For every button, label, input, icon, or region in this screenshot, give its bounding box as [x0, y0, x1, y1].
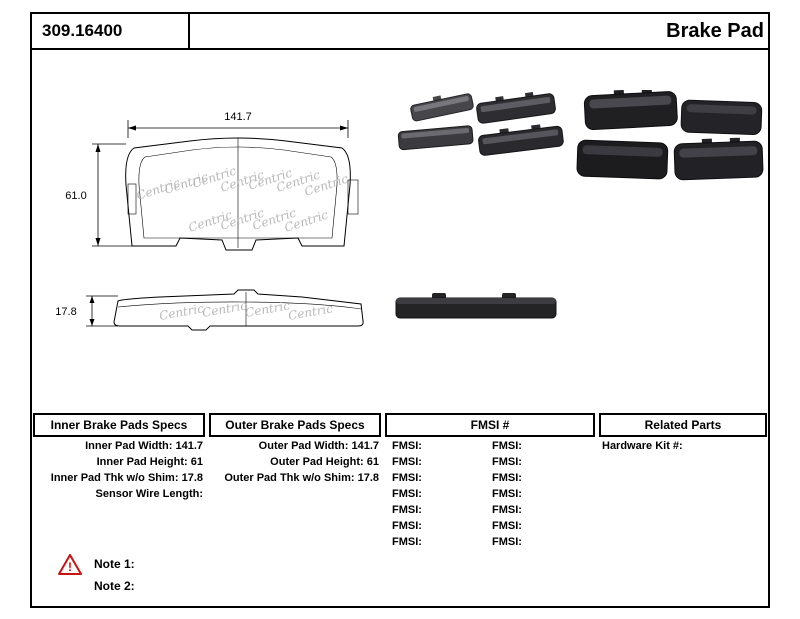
spec-row: Outer Pad Height: 61 [270, 456, 379, 468]
part-number: 309.16400 [42, 21, 123, 40]
fmsi-list-left: FMSI: FMSI: FMSI: FMSI: FMSI: FMSI: FMSI… [392, 438, 487, 550]
fmsi-row: FMSI: [492, 536, 522, 548]
spec-row: Inner Pad Width: 141.7 [85, 440, 203, 452]
svg-text:!: ! [68, 560, 72, 574]
fmsi-row: FMSI: [392, 456, 422, 468]
front-view-diagram: 141.7 61.0 Centric Centric Centric Centr… [65, 111, 359, 251]
related-part-row: Hardware Kit #: [602, 440, 683, 452]
fmsi-row: FMSI: [492, 472, 522, 484]
part-number-box: 309.16400 [30, 12, 190, 50]
fmsi-row: FMSI: [492, 488, 522, 500]
fmsi-row: FMSI: [392, 488, 422, 500]
fmsi-header: FMSI # [385, 413, 595, 437]
fmsi-row: FMSI: [492, 520, 522, 532]
pad-side-outline [113, 289, 364, 331]
page-frame [30, 12, 770, 608]
fmsi-row: FMSI: [392, 536, 422, 548]
width-dimension-label: 141.7 [224, 111, 252, 123]
inner-specs-list: Inner Pad Width: 141.7 Inner Pad Height:… [33, 438, 205, 502]
fmsi-row: FMSI: [392, 504, 422, 516]
spec-row: Inner Pad Thk w/o Shim: 17.8 [50, 472, 203, 484]
fmsi-row: FMSI: [492, 504, 522, 516]
related-parts-list: Hardware Kit #: [602, 438, 762, 454]
thickness-dimension-label: 17.8 [55, 306, 76, 318]
header-divider [30, 48, 770, 50]
page-title: Brake Pad [666, 20, 764, 42]
note-2-label: Note 2: [94, 579, 135, 593]
note-1-label: Note 1: [94, 557, 135, 571]
outer-specs-list: Outer Pad Width: 141.7 Outer Pad Height:… [209, 438, 381, 486]
fmsi-row: FMSI: [492, 440, 522, 452]
inner-specs-header: Inner Brake Pads Specs [33, 413, 205, 437]
spec-row: Inner Pad Height: 61 [96, 456, 203, 468]
fmsi-row: FMSI: [392, 472, 422, 484]
fmsi-row: FMSI: [392, 520, 422, 532]
side-view-diagram: 17.8 Centric Centric Centric Centric [55, 289, 364, 331]
height-dimension-label: 61.0 [65, 190, 86, 202]
spec-row: Outer Pad Width: 141.7 [258, 440, 379, 452]
spec-row: Sensor Wire Length: [95, 488, 203, 500]
rear-pads-photo [576, 90, 764, 181]
fmsi-row: FMSI: [392, 440, 422, 452]
outer-specs-header: Outer Brake Pads Specs [209, 413, 381, 437]
edge-view-photo [395, 293, 557, 319]
warning-triangle-icon: ! [58, 554, 82, 575]
front-pads-photo [397, 91, 564, 156]
fmsi-list-right: FMSI: FMSI: FMSI: FMSI: FMSI: FMSI: FMSI… [492, 438, 587, 550]
fmsi-row: FMSI: [492, 456, 522, 468]
spec-row: Outer Pad Thk w/o Shim: 17.8 [224, 472, 379, 484]
related-parts-header: Related Parts [599, 413, 767, 437]
